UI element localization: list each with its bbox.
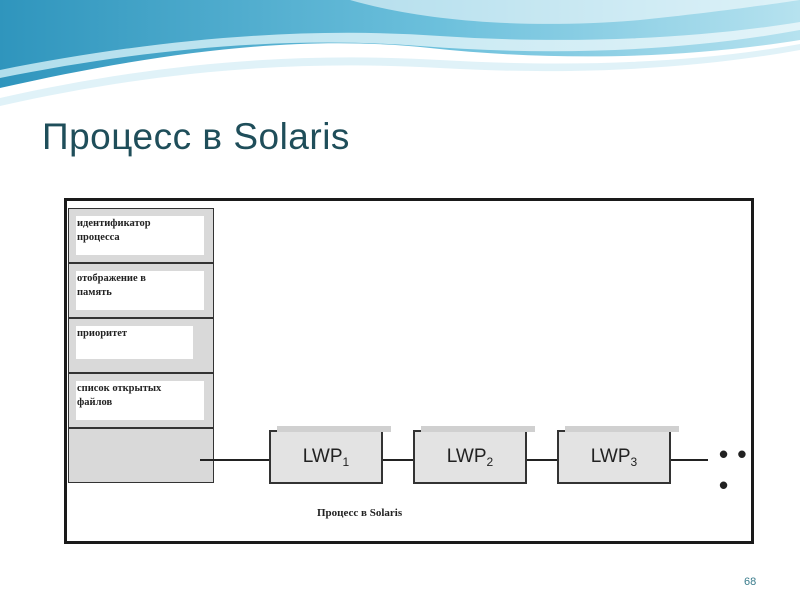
lwp-box-2: LWP2 — [413, 426, 535, 484]
pcb-field-label: идентификатор процесса — [77, 218, 151, 243]
slide-title: Процесс в Solaris — [42, 116, 350, 157]
lwp-box-1: LWP1 — [269, 426, 391, 484]
pcb-field-priority: приоритет — [68, 318, 214, 373]
process-control-block: идентификатор процесса отображение в пам… — [68, 208, 214, 489]
lwp-index: 2 — [486, 455, 494, 469]
wave-header-decoration — [0, 0, 800, 106]
lwp-index: 3 — [630, 455, 638, 469]
pcb-field-threads — [68, 428, 214, 483]
lwp-box-3: LWP3 — [557, 426, 679, 484]
page-number: 68 — [744, 576, 757, 588]
figure-caption: Процесс в Solaris — [317, 507, 403, 519]
pcb-field-process-id: идентификатор процесса — [68, 208, 214, 263]
pcb-field-label: отображение в память — [77, 273, 146, 298]
lwp-label: LWP — [590, 446, 631, 467]
lwp-label: LWP — [302, 446, 343, 467]
pcb-field-label: список открытых файлов — [77, 383, 162, 408]
pcb-field-memory-map: отображение в память — [68, 263, 214, 318]
solaris-process-diagram: идентификатор процесса отображение в пам… — [64, 198, 754, 544]
continuation-dots: • • • — [719, 439, 748, 500]
lwp-label: LWP — [446, 446, 487, 467]
lwp-index: 1 — [342, 455, 350, 469]
pcb-field-label: приоритет — [77, 328, 128, 339]
pcb-field-open-files: список открытых файлов — [68, 373, 214, 428]
